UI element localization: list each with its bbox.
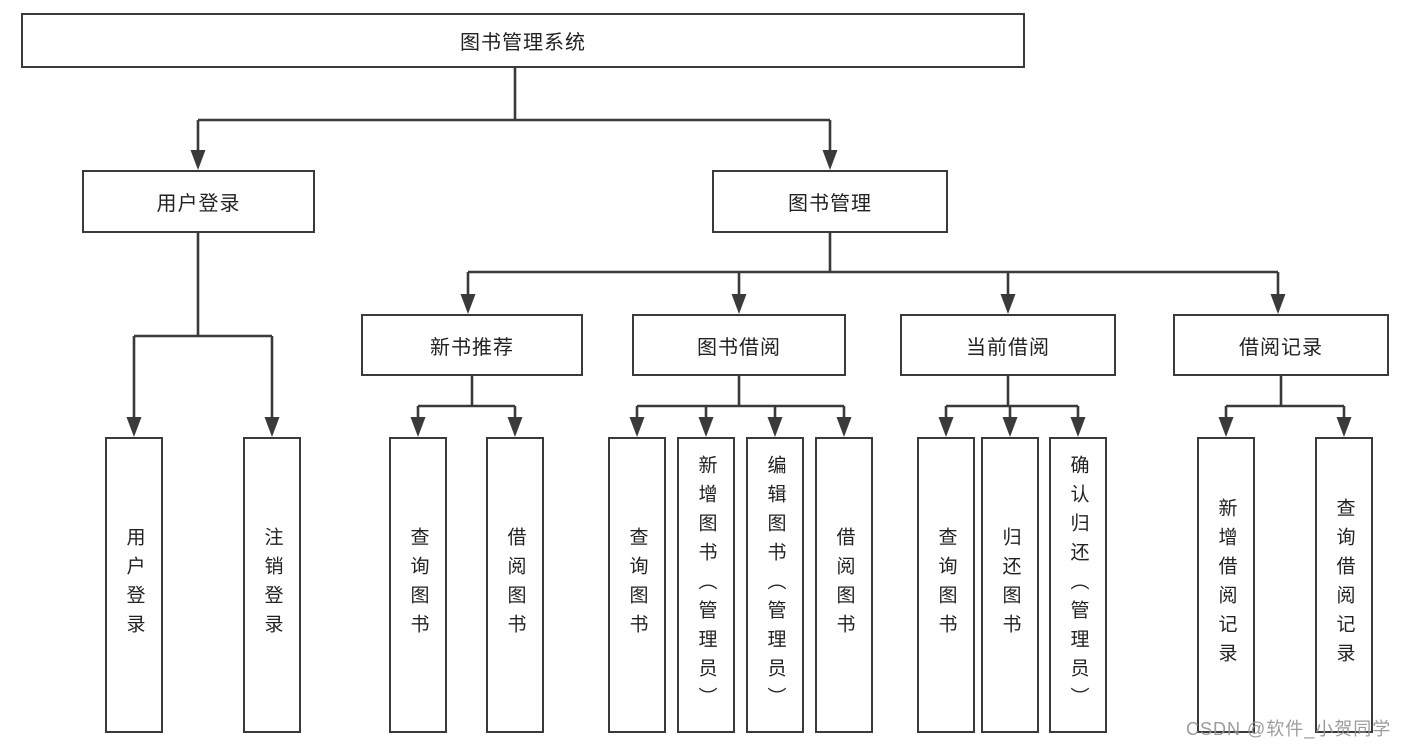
watermark: CSDN @软件_小贺同学: [1186, 719, 1392, 739]
leaf-label: 注销登录: [261, 527, 283, 643]
node-label: 新书推荐: [430, 336, 514, 359]
leaf-add-book-admin: 新增图书（管理员）: [677, 437, 735, 733]
leaf-label: 用户登录: [123, 527, 145, 643]
leaf-query-books-current: 查询图书: [917, 437, 975, 733]
node-label: 用户登录: [156, 193, 241, 215]
leaf-label: 编辑图书（管理员）: [764, 454, 786, 716]
leaf-confirm-return-admin: 确认归还（管理员）: [1049, 437, 1107, 733]
node-label: 借阅记录: [1239, 336, 1323, 359]
node-user-login: 用户登录: [82, 170, 315, 233]
leaf-label: 借阅图书: [504, 527, 526, 643]
leaf-label: 查询图书: [407, 527, 429, 643]
node-current-borrowing: 当前借阅: [900, 314, 1116, 376]
leaf-label: 借阅图书: [833, 527, 855, 643]
leaf-logout: 注销登录: [243, 437, 301, 733]
leaf-label: 查询图书: [626, 527, 648, 643]
node-book-management: 图书管理: [712, 170, 948, 233]
leaf-label: 查询图书: [935, 527, 957, 643]
leaf-add-borrow-record: 新增借阅记录: [1197, 437, 1255, 733]
leaf-label: 新增借阅记录: [1215, 498, 1237, 672]
leaf-return-book: 归还图书: [981, 437, 1039, 733]
leaf-label: 查询借阅记录: [1333, 498, 1355, 672]
node-book-borrowing: 图书借阅: [632, 314, 846, 376]
node-label: 当前借阅: [966, 336, 1050, 359]
leaf-label: 新增图书（管理员）: [695, 454, 717, 716]
node-new-book-recommendation: 新书推荐: [361, 314, 583, 376]
leaf-edit-book-admin: 编辑图书（管理员）: [746, 437, 804, 733]
node-borrowing-records: 借阅记录: [1173, 314, 1389, 376]
leaf-query-borrow-record: 查询借阅记录: [1315, 437, 1373, 733]
leaf-borrow-books-borrowing: 借阅图书: [815, 437, 873, 733]
node-label: 图书借阅: [697, 336, 781, 359]
leaf-query-books-borrowing: 查询图书: [608, 437, 666, 733]
leaf-label: 归还图书: [999, 527, 1021, 643]
leaf-borrow-books-recommend: 借阅图书: [486, 437, 544, 733]
node-library-management-system: 图书管理系统: [21, 13, 1025, 68]
leaf-user-login: 用户登录: [105, 437, 163, 733]
leaf-label: 确认归还（管理员）: [1067, 454, 1089, 716]
node-label: 图书管理系统: [460, 32, 586, 54]
node-label: 图书管理: [788, 193, 872, 215]
leaf-query-books-recommend: 查询图书: [389, 437, 447, 733]
